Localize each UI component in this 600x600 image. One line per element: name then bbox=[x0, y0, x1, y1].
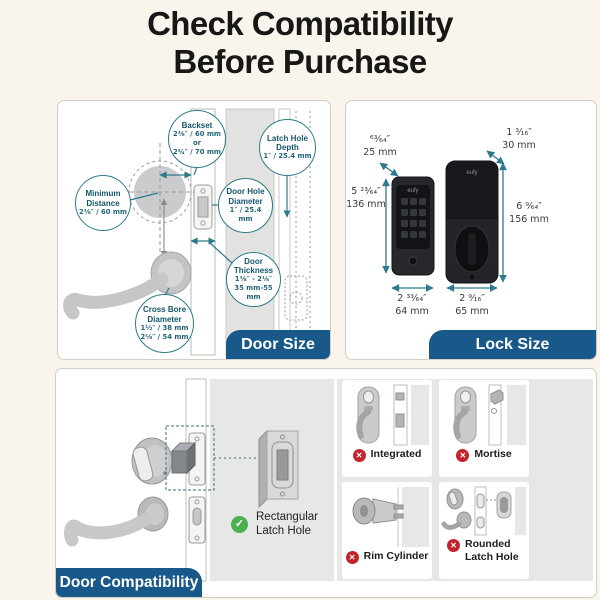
incompatible-label: Mortise bbox=[474, 448, 512, 460]
page-title: Check Compatibility Before Purchase bbox=[0, 5, 600, 82]
measurement-inches: ⁶³⁄₆₄″ bbox=[369, 134, 391, 145]
callout-value: 1½″ / 38 mm bbox=[140, 323, 189, 332]
callout-value: 2¾″ / 70 mm bbox=[172, 148, 221, 156]
page-title-line1: Check Compatibility bbox=[147, 5, 453, 42]
lock-size-panel: eufy eufy ⁶³⁄₆₄″ 25 mm 1 ³⁄₁₆″ 30 mm 5 ²… bbox=[345, 100, 597, 360]
incompatible-label: Integrated bbox=[370, 448, 422, 460]
x-icon bbox=[447, 538, 460, 552]
deadbolt-thumbturn bbox=[131, 437, 173, 485]
callout-value: 35 mm-55 mm bbox=[234, 284, 273, 302]
callout-door-hole-diameter: Door Hole Diameter 1″ / 25.4 mm bbox=[218, 178, 273, 233]
callout-title: Minimum Distance bbox=[85, 189, 121, 208]
callout-title: Door Thickness bbox=[233, 257, 274, 276]
callout-title: Backset bbox=[181, 121, 213, 131]
interior-width-label: 2 ⁹⁄₁₆″ 65 mm bbox=[444, 293, 500, 319]
incompatible-card-mortise: Mortise bbox=[439, 380, 529, 477]
measurement-inches: 6 ⁹⁄₆₄″ bbox=[516, 201, 542, 212]
lever-handle bbox=[64, 496, 169, 547]
cross-bore-hole bbox=[116, 143, 206, 269]
measurement-mm: 25 mm bbox=[363, 146, 397, 158]
integrated-lock-illustration bbox=[356, 384, 429, 446]
measurement-inches: 1 ³⁄₁₆″ bbox=[506, 127, 532, 138]
brand-logo: eufy bbox=[466, 170, 478, 176]
interior-height-label: 6 ⁹⁄₆₄″ 156 mm bbox=[504, 201, 554, 227]
callout-title: Latch Hole Depth bbox=[267, 133, 308, 153]
latch-bolt bbox=[170, 432, 206, 486]
incompatible-card-rim-cylinder: Rim Cylinder bbox=[342, 482, 432, 579]
callout-minimum-distance: Minimum Distance 2⅜″ / 60 mm bbox=[75, 175, 131, 231]
measurement-mm: 65 mm bbox=[455, 305, 489, 317]
page-title-line2: Before Purchase bbox=[173, 43, 427, 81]
dimension-arrows bbox=[379, 150, 507, 292]
measurement-mm: 136 mm bbox=[346, 198, 386, 210]
incompatible-label: Rounded Latch Hole bbox=[465, 538, 519, 563]
compatible-label-line1: Rectangular bbox=[256, 511, 319, 523]
incompatible-card-rounded-latch-hole: Rounded Latch Hole bbox=[439, 482, 529, 579]
door-compatibility-panel: Rectangular Latch Hole Integrated bbox=[55, 368, 597, 598]
incompatible-card-integrated: Integrated bbox=[342, 380, 432, 477]
mortise-lock-illustration bbox=[453, 384, 526, 446]
measurement-inches: 2 ⁹⁄₁₆″ bbox=[459, 293, 485, 304]
lever-handle bbox=[63, 251, 192, 320]
lower-latch-plate bbox=[188, 496, 206, 544]
callout-latch-hole-depth: Latch Hole Depth 1″ / 25.4 mm bbox=[259, 119, 316, 176]
compatible-label-line2: Latch Hole bbox=[256, 525, 311, 538]
callout-door-thickness: Door Thickness 1⅜″ - 2⅛″ 35 mm-55 mm bbox=[226, 252, 281, 307]
latch-plate bbox=[193, 184, 213, 230]
x-icon bbox=[456, 448, 470, 462]
compatible-label: Rectangular Latch Hole bbox=[256, 510, 318, 539]
door-size-panel: Backset 2⅜″ / 60 mm or 2¾″ / 70 mm Minim… bbox=[57, 100, 331, 360]
lock-size-diagram bbox=[379, 150, 507, 292]
keypad-height-label: 5 ²³⁄₆₄″ 136 mm bbox=[346, 186, 388, 212]
measurement-inches: 5 ²³⁄₆₄″ bbox=[351, 186, 381, 197]
rectangular-latch-faceplate bbox=[258, 429, 299, 509]
callout-value: 1″ / 25.4 mm bbox=[263, 152, 312, 161]
callout-value: 1⅜″ - 2⅛″ bbox=[234, 275, 273, 284]
compatible-item: Rectangular Latch Hole bbox=[231, 510, 318, 539]
callout-title: Cross Bore Diameter bbox=[142, 305, 187, 324]
door-size-banner: Door Size bbox=[226, 330, 330, 359]
x-icon bbox=[345, 550, 359, 564]
interior-depth-label: 1 ³⁄₁₆″ 30 mm bbox=[488, 127, 550, 153]
x-icon bbox=[352, 448, 366, 462]
rim-cylinder-illustration bbox=[352, 487, 429, 547]
lock-size-banner: Lock Size bbox=[429, 330, 596, 359]
measurement-inches: 2 ³³⁄₆₄″ bbox=[397, 293, 427, 304]
callout-backset: Backset 2⅜″ / 60 mm or 2¾″ / 70 mm bbox=[168, 110, 226, 168]
door-compatibility-diagram bbox=[64, 378, 593, 582]
keypad-depth-label: ⁶³⁄₆₄″ 25 mm bbox=[356, 134, 404, 160]
callout-value: 2⅛″ / 54 mm bbox=[140, 332, 189, 341]
incompatible-label: Rim Cylinder bbox=[363, 550, 429, 562]
door-compatibility-banner: Door Compatibility bbox=[56, 568, 202, 597]
callout-value: 2⅜″ / 60 mm or bbox=[172, 130, 221, 148]
callout-value: 2⅜″ / 60 mm bbox=[79, 207, 128, 216]
keypad-width-label: 2 ³³⁄₆₄″ 64 mm bbox=[384, 293, 440, 319]
check-icon bbox=[231, 515, 248, 533]
rounded-latch-hole-illustration bbox=[441, 486, 526, 536]
measurement-mm: 156 mm bbox=[509, 213, 549, 225]
brand-logo: eufy bbox=[407, 188, 419, 194]
callout-cross-bore-diameter: Cross Bore Diameter 1½″ / 38 mm 2⅛″ / 54… bbox=[135, 294, 194, 353]
measurement-mm: 64 mm bbox=[395, 305, 429, 317]
callout-value: 1″ / 25.4 mm bbox=[229, 205, 262, 223]
callout-title: Door Hole Diameter bbox=[226, 187, 265, 206]
interior-unit bbox=[445, 160, 499, 284]
keypad-unit bbox=[391, 176, 435, 276]
measurement-mm: 30 mm bbox=[502, 139, 536, 151]
